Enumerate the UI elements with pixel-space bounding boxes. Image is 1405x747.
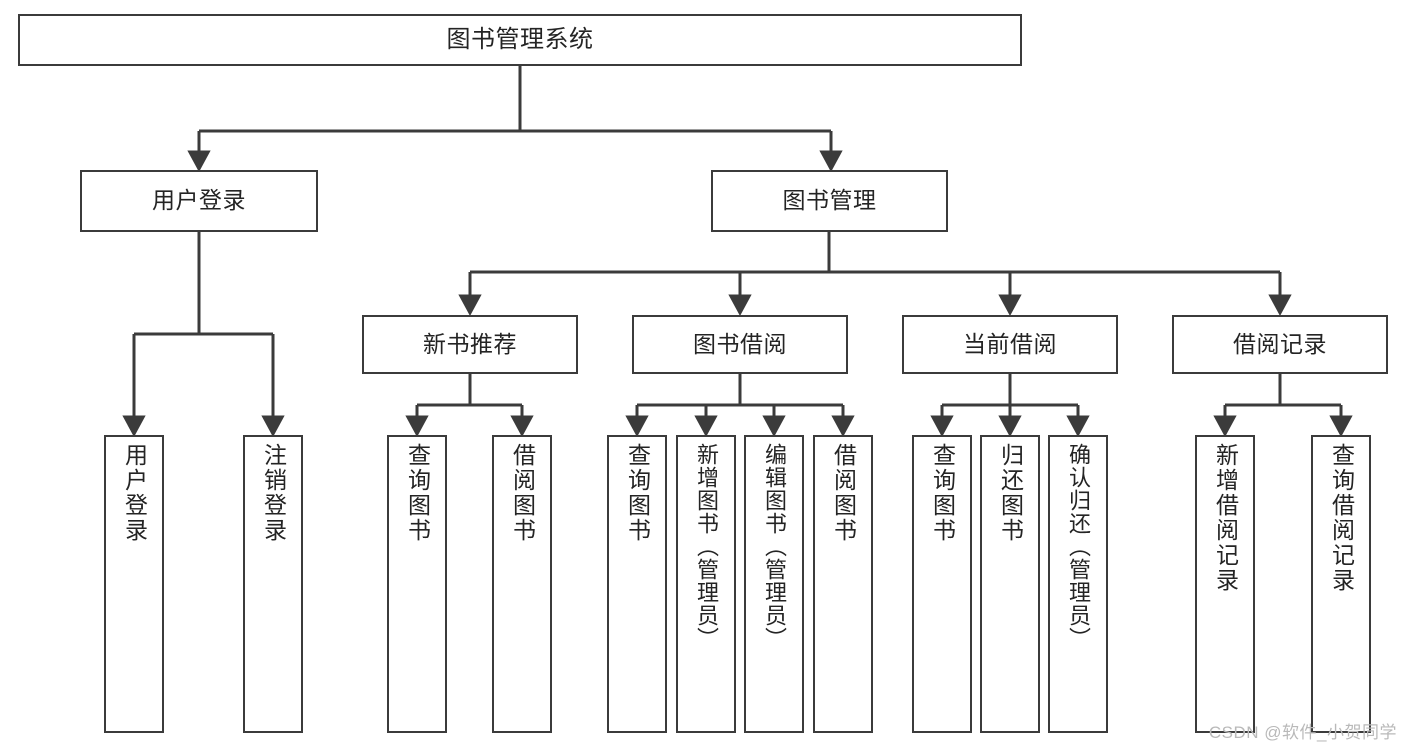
node-label: 归还图书 (997, 443, 1024, 543)
node-label: 编辑图书（管理员） (762, 443, 787, 650)
node-label: 确认归还（管理员） (1066, 443, 1091, 650)
node-label: 用户登录 (152, 187, 246, 214)
leaf-query-borrow-record[interactable]: 查询借阅记录 (1311, 435, 1371, 733)
leaf-add-borrow-record[interactable]: 新增借阅记录 (1195, 435, 1255, 733)
node-label: 查询借阅记录 (1328, 443, 1355, 593)
node-user-login[interactable]: 用户登录 (80, 170, 318, 232)
node-label: 借阅图书 (830, 443, 857, 543)
node-book-borrow[interactable]: 图书借阅 (632, 315, 848, 374)
node-label: 注销登录 (260, 443, 287, 543)
leaf-edit-book-admin[interactable]: 编辑图书（管理员） (744, 435, 804, 733)
node-label: 图书管理 (782, 187, 877, 214)
node-label: 借阅图书 (509, 443, 536, 543)
leaf-add-book-admin[interactable]: 新增图书（管理员） (676, 435, 736, 733)
leaf-query-book-current[interactable]: 查询图书 (912, 435, 972, 733)
node-label: 图书借阅 (693, 330, 787, 357)
leaf-confirm-return-admin[interactable]: 确认归还（管理员） (1048, 435, 1108, 733)
node-label: 用户登录 (121, 443, 148, 543)
node-label: 新书推荐 (423, 330, 517, 357)
node-book-management[interactable]: 图书管理 (711, 170, 948, 232)
node-label: 借阅记录 (1233, 330, 1327, 357)
leaf-user-login[interactable]: 用户登录 (104, 435, 164, 733)
node-label: 新增图书（管理员） (694, 443, 719, 650)
node-current-borrow[interactable]: 当前借阅 (902, 315, 1118, 374)
node-borrow-record[interactable]: 借阅记录 (1172, 315, 1388, 374)
leaf-query-book-borrow[interactable]: 查询图书 (607, 435, 667, 733)
node-new-book-recommend[interactable]: 新书推荐 (362, 315, 578, 374)
leaf-borrow-book[interactable]: 借阅图书 (813, 435, 873, 733)
leaf-borrow-book-recommend[interactable]: 借阅图书 (492, 435, 552, 733)
node-label: 查询图书 (624, 443, 651, 543)
node-label: 查询图书 (929, 443, 956, 543)
csdn-watermark: CSDN @软件_小贺同学 (1208, 723, 1397, 742)
leaf-logout[interactable]: 注销登录 (243, 435, 303, 733)
node-root-book-management-system[interactable]: 图书管理系统 (18, 14, 1022, 66)
node-label: 图书管理系统 (446, 25, 594, 53)
node-label: 当前借阅 (963, 330, 1057, 357)
node-label: 查询图书 (404, 443, 431, 543)
leaf-query-book-recommend[interactable]: 查询图书 (387, 435, 447, 733)
node-label: 新增借阅记录 (1212, 443, 1239, 593)
leaf-return-book[interactable]: 归还图书 (980, 435, 1040, 733)
